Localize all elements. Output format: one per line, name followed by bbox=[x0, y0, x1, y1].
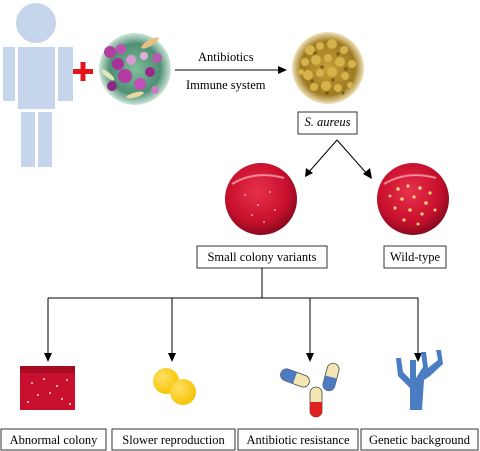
split-arrows bbox=[307, 139, 369, 176]
antibiotic-resistance-box bbox=[237, 428, 359, 451]
outcome-connector-lines bbox=[47, 268, 419, 355]
person-right-arm bbox=[58, 47, 73, 101]
abnormal-colony-box bbox=[0, 428, 107, 451]
person-head bbox=[16, 3, 56, 43]
person-right-leg bbox=[38, 112, 52, 167]
antibiotic-resistance-label: Antibiotic resistance bbox=[246, 433, 350, 447]
person-torso bbox=[18, 47, 55, 109]
wild-type-dish-image bbox=[377, 163, 449, 235]
antibiotics-label: Antibiotics bbox=[198, 50, 254, 64]
genetic-background-box bbox=[360, 428, 479, 451]
antibiotic-pills-icon bbox=[280, 362, 340, 418]
infection-micrograph-image bbox=[99, 33, 171, 105]
slower-reproduction-box bbox=[111, 428, 236, 451]
s-aureus-label-box bbox=[297, 111, 358, 135]
treatment-arrow bbox=[175, 66, 287, 74]
slow-reproduction-cells-icon bbox=[153, 368, 196, 405]
immune-system-label: Immune system bbox=[186, 78, 266, 92]
s-aureus-label: S. aureus bbox=[304, 115, 351, 129]
wild-type-box bbox=[383, 245, 447, 269]
outcome-arrowheads bbox=[44, 353, 422, 362]
abnormal-colony-label: Abnormal colony bbox=[9, 433, 98, 447]
slower-reproduction-label: Slower reproduction bbox=[122, 433, 225, 447]
small-colony-variants-label: Small colony variants bbox=[207, 250, 317, 264]
wild-type-label: Wild-type bbox=[389, 250, 441, 264]
genetic-background-tree-icon bbox=[396, 350, 443, 410]
abnormal-colony-image bbox=[20, 366, 75, 410]
person-left-arm bbox=[3, 47, 15, 101]
patient-figure-icon bbox=[3, 3, 93, 167]
s-aureus-micrograph-image bbox=[292, 32, 364, 104]
medical-cross-icon bbox=[73, 62, 93, 81]
person-left-leg bbox=[21, 112, 35, 167]
small-colony-dish-image bbox=[225, 163, 297, 235]
genetic-background-label: Genetic background bbox=[368, 433, 470, 447]
